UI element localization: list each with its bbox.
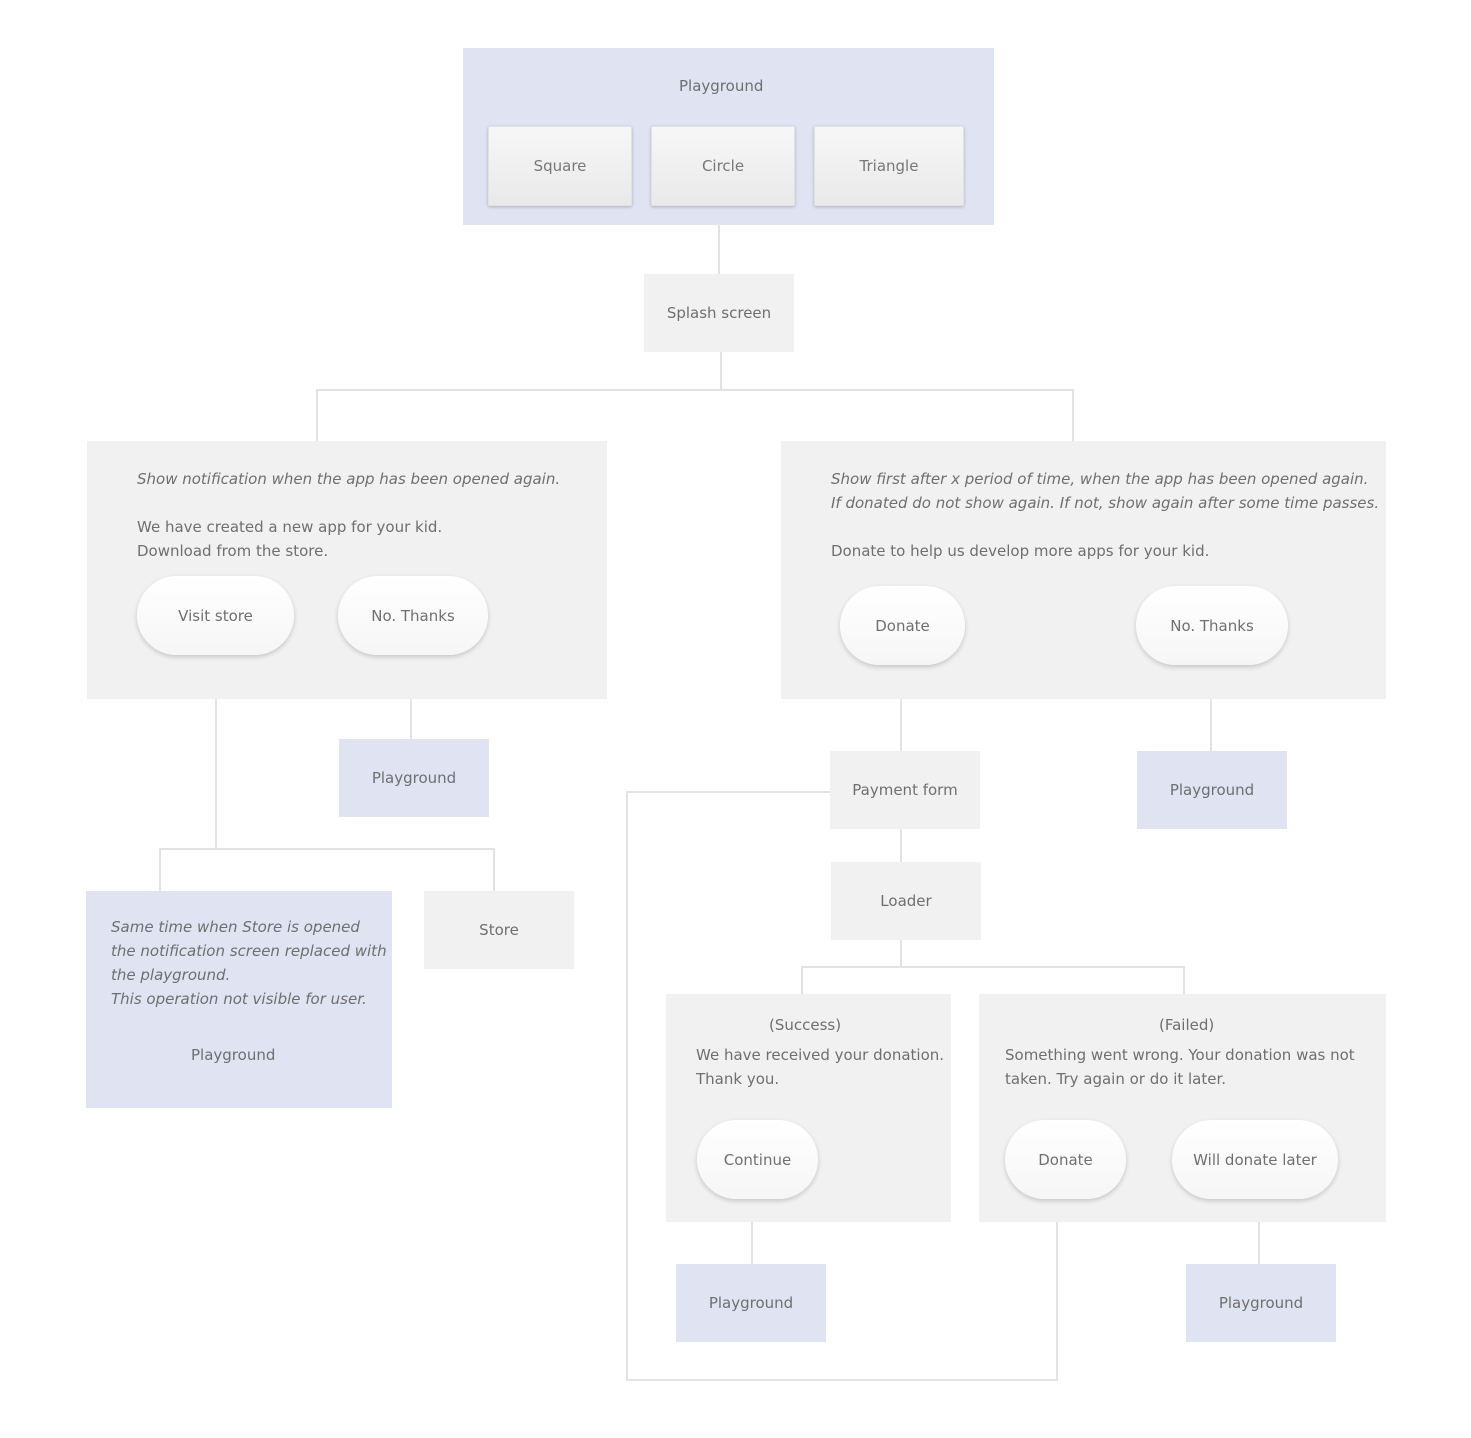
notification-screen: Show notification when the app has been … (87, 441, 607, 699)
no-thanks-button-notification[interactable]: No. Thanks (338, 576, 488, 655)
failed-line1: Something went wrong. Your donation was … (1005, 1046, 1355, 1064)
donation-note-line1: Show first after x period of time, when … (831, 470, 1369, 488)
store-note-box: Same time when Store is opened the notif… (86, 891, 392, 1108)
playground-after-no-thanks-left: Playground (339, 739, 489, 817)
success-line1: We have received your donation. (696, 1046, 945, 1064)
failed-title: (Failed) (1159, 1016, 1215, 1034)
store-note-line4: This operation not visible for user. (111, 990, 367, 1008)
store-screen: Store (424, 891, 574, 969)
store-note-playground: Playground (191, 1046, 276, 1064)
square-tile[interactable]: Square (488, 126, 632, 206)
notification-message-line1: We have created a new app for your kid. (137, 518, 443, 536)
no-thanks-button-donation[interactable]: No. Thanks (1136, 586, 1288, 665)
donation-message: Donate to help us develop more apps for … (831, 542, 1210, 560)
playground-after-no-thanks-right: Playground (1137, 751, 1287, 829)
triangle-tile[interactable]: Triangle (814, 126, 964, 206)
circle-tile[interactable]: Circle (651, 126, 795, 206)
success-title: (Success) (769, 1016, 842, 1034)
visit-store-button[interactable]: Visit store (137, 576, 294, 655)
playground-after-later: Playground (1186, 1264, 1336, 1342)
store-note-line2: the notification screen replaced with (111, 942, 387, 960)
donate-button[interactable]: Donate (840, 586, 965, 665)
splash-screen: Splash screen (644, 274, 794, 352)
store-note-line1: Same time when Store is opened (111, 918, 360, 936)
payment-form: Payment form (830, 751, 980, 829)
playground-after-success: Playground (676, 1264, 826, 1342)
loader-screen: Loader (831, 862, 981, 940)
continue-button[interactable]: Continue (697, 1120, 818, 1199)
failed-line2: taken. Try again or do it later. (1005, 1070, 1227, 1088)
notification-message-line2: Download from the store. (137, 542, 329, 560)
connector-loader-branches (801, 966, 1185, 994)
connector-store-branches (159, 848, 495, 891)
connector-retry-loop (626, 791, 1058, 1381)
donation-note-line2: If donated do not show again. If not, sh… (831, 494, 1380, 512)
notification-note: Show notification when the app has been … (137, 470, 561, 488)
playground-title: Playground (679, 77, 764, 95)
store-note-line3: the playground. (111, 966, 231, 984)
will-donate-later-button[interactable]: Will donate later (1172, 1120, 1338, 1199)
connector-splash-branches (316, 389, 1074, 441)
donate-retry-button[interactable]: Donate (1005, 1120, 1126, 1199)
success-line2: Thank you. (696, 1070, 780, 1088)
